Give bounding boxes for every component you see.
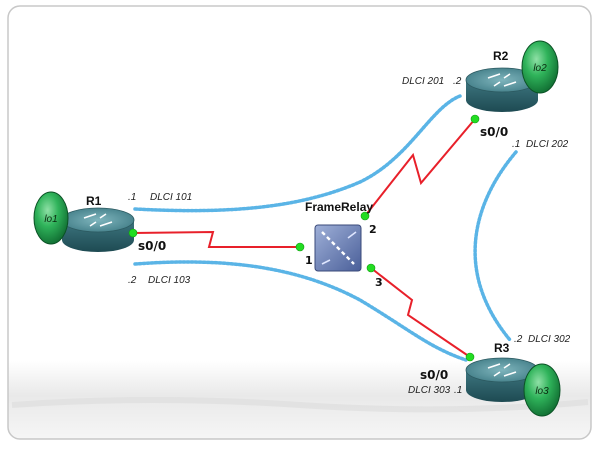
dlci-host-r3-303: .1 xyxy=(454,385,462,396)
serial-links xyxy=(132,118,476,358)
switch-port-1: 1 xyxy=(305,254,313,267)
dlci-host-r1-103: .2 xyxy=(128,275,137,286)
loopback-lo1[interactable]: lo1 xyxy=(33,191,69,245)
frame-decoration xyxy=(11,397,589,413)
router-arrows-icon xyxy=(83,213,113,227)
dlci-label-r1-101: DLCI 101 xyxy=(150,192,192,203)
serial-link-r2 xyxy=(364,118,476,217)
router-r3[interactable] xyxy=(465,357,539,402)
pvc-r2-r3 xyxy=(473,150,518,342)
interface-r2: s0/0 xyxy=(480,125,508,139)
port-dot-r1 xyxy=(128,228,138,238)
dlci-label-r3-303: DLCI 303 xyxy=(408,385,451,396)
dlci-label-r3-302: DLCI 302 xyxy=(528,334,571,345)
router-name-r3: R3 xyxy=(494,341,510,355)
diagram-frame xyxy=(7,5,592,440)
port-dot-sw-1 xyxy=(295,242,305,252)
port-dot-sw-3 xyxy=(366,263,376,273)
framerelay-switch[interactable] xyxy=(314,224,362,272)
router-arrows-icon xyxy=(487,363,517,377)
dlci-label-r2-202: DLCI 202 xyxy=(526,139,569,150)
switch-path-icon xyxy=(321,231,355,265)
router-arrows-icon xyxy=(487,73,517,87)
port-dots xyxy=(128,114,480,362)
switch-port-3: 3 xyxy=(375,276,383,289)
serial-link-r3 xyxy=(370,267,471,358)
dlci-label-r1-103: DLCI 103 xyxy=(148,275,191,286)
switch-name: FrameRelay xyxy=(305,200,373,214)
dlci-label-r2-201: DLCI 201 xyxy=(402,76,444,87)
dlci-host-r3-302: .2 xyxy=(514,334,523,345)
pvc-links xyxy=(133,94,518,362)
switch-port-2: 2 xyxy=(369,223,377,236)
pvc-r1-r3 xyxy=(133,260,468,362)
router-name-r1: R1 xyxy=(86,194,102,208)
dlci-host-r2-201: .2 xyxy=(453,76,462,87)
serial-link-r1 xyxy=(132,230,300,248)
port-dot-r3 xyxy=(465,352,475,362)
loopback-label: lo3 xyxy=(535,386,549,397)
loopback-lo2[interactable]: lo2 xyxy=(521,40,559,94)
router-r1[interactable] xyxy=(61,207,135,252)
switch-arrows-icon xyxy=(321,231,357,265)
interface-r1: s0/0 xyxy=(138,239,166,253)
loopback-label: lo1 xyxy=(44,214,57,225)
router-name-r2: R2 xyxy=(493,49,509,63)
port-dot-r2 xyxy=(470,114,480,124)
dlci-host-r2-202: .1 xyxy=(512,139,520,150)
port-dot-sw-2 xyxy=(360,211,370,221)
loopback-label: lo2 xyxy=(533,63,547,74)
router-r2[interactable] xyxy=(465,67,539,112)
dlci-host-r1-101: .1 xyxy=(128,192,136,203)
pvc-r1-r2 xyxy=(133,94,462,213)
loopback-lo3[interactable]: lo3 xyxy=(523,363,561,417)
interface-r3: s0/0 xyxy=(420,368,448,382)
